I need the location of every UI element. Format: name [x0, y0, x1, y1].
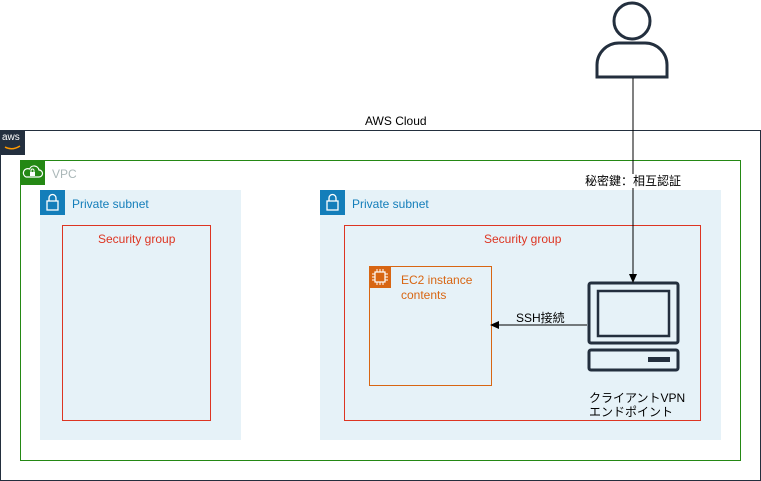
left-private-subnet: [40, 190, 241, 440]
subnet-lock-icon: [40, 190, 65, 215]
vpc-group: [20, 160, 741, 461]
ssh-arrowhead: [490, 321, 499, 329]
user-icon: [594, 0, 672, 80]
ec2-chip-icon: [369, 266, 391, 288]
vpn-endpoint-label-line2: エンドポイント: [589, 405, 674, 419]
vpc-label: VPC: [52, 167, 77, 181]
ec2-label-line1: EC2 instance: [401, 273, 473, 287]
vpc-cloud-lock-icon: [20, 160, 45, 185]
ec2-label-line2: contents: [401, 288, 447, 302]
left-subnet-label: Private subnet: [72, 197, 149, 211]
left-security-group: [62, 225, 211, 421]
auth-arrowhead: [629, 274, 637, 283]
vpn-endpoint-label-line1: クライアントVPN: [589, 391, 686, 405]
aws-logo-icon: aws: [0, 130, 25, 155]
computer-terminal-icon: [587, 280, 682, 375]
ec2-instance-group: [369, 266, 492, 386]
aws-cloud-label: AWS Cloud: [365, 114, 427, 128]
left-security-group-label: Security group: [98, 232, 176, 246]
auth-edge-label: 秘密鍵：相互認証: [585, 174, 682, 188]
right-security-group-label: Security group: [484, 232, 562, 246]
right-private-subnet: [320, 190, 721, 440]
ssh-edge-label: SSH接続: [516, 311, 565, 325]
right-subnet-label: Private subnet: [352, 197, 429, 211]
subnet-lock-icon: [320, 190, 345, 215]
right-security-group: [344, 225, 701, 421]
